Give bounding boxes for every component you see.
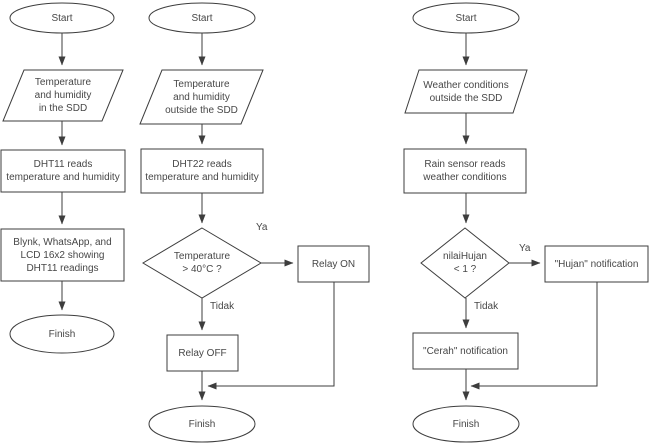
chart3-finish-terminator: [412, 405, 520, 443]
chart2-decision-label: Temperature > 40°C ?: [173, 251, 231, 275]
chart2-input-label: Temperature and humidity outside the SDD: [165, 78, 238, 116]
chart3-no-edge-label: Tidak: [474, 301, 499, 312]
chart1-process-box: [0, 149, 126, 193]
chart3-decision-diamond: [420, 227, 510, 299]
chart1-process-label: DHT11 reads temperature and humidity: [6, 159, 120, 183]
chart1-finish-terminator: [9, 314, 115, 354]
chart1-finish-label: Finish: [48, 328, 76, 340]
chart2-relay-off-label: Relay OFF: [178, 347, 227, 359]
chart3-process-box: [403, 148, 527, 194]
chart3-hujan-box: [544, 245, 649, 283]
chart2-process-box: [140, 148, 264, 194]
chart3-decision-label: nilaiHujan < 1 ?: [443, 251, 487, 275]
chart2-relay-on-box: [297, 245, 370, 283]
chart2-relay-off-box: [166, 334, 239, 372]
chart2-start-label: Start: [191, 12, 213, 24]
chart2-relay-on-label: Relay ON: [311, 258, 356, 270]
chart3-hujan-label: "Hujan" notification: [554, 258, 639, 270]
chart2-process-label: DHT22 reads temperature and humidity: [145, 159, 259, 183]
chart3-cerah-box: [412, 332, 519, 370]
chart3-yes-edge-label: Ya: [519, 243, 531, 254]
chart3-cerah-label: "Cerah" notification: [423, 345, 508, 357]
chart2-no-edge-label: Tidak: [210, 301, 235, 312]
chart2-finish-label: Finish: [188, 418, 216, 430]
chart3-start-label: Start: [455, 12, 477, 24]
chart3-input-label: Weather conditions outside the SDD: [423, 79, 509, 104]
chart2-input-parallelogram: [139, 69, 264, 125]
chart2-yes-edge-label: Ya: [256, 222, 268, 233]
chart1-output-label: Blynk, WhatsApp, and LCD 16x2 showing DH…: [13, 236, 112, 274]
chart2-finish-terminator: [148, 405, 256, 443]
chart3-process-label: Rain sensor reads weather conditions: [423, 159, 507, 183]
chart1-output-box: [0, 228, 125, 282]
chart3-finish-label: Finish: [452, 418, 480, 430]
chart3-input-parallelogram: [404, 69, 528, 114]
chart1-input-label: Temperature and humidity in the SDD: [34, 77, 92, 114]
chart1-start-label: Start: [51, 12, 73, 24]
chart1-input-parallelogram: [2, 69, 124, 122]
chart3-arrow-hujan-merge: [470, 282, 598, 390]
chart2-arrow-relayon-merge: [207, 282, 335, 390]
